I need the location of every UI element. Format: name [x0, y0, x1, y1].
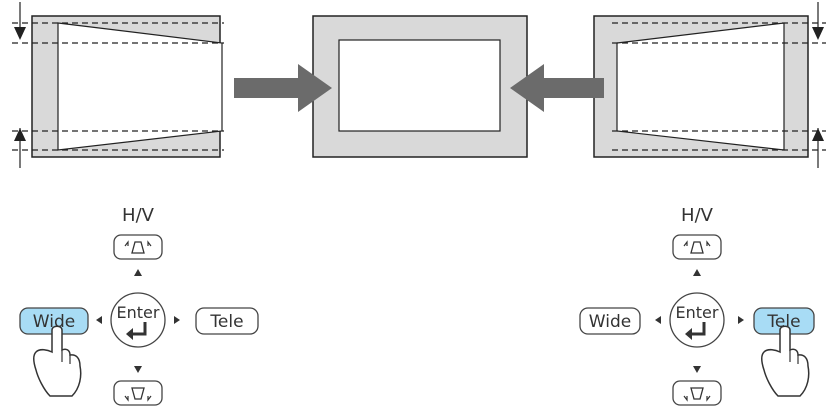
left-up-triangle-icon — [134, 269, 142, 276]
center-rectangle-image — [338, 39, 501, 132]
left-arrow-icon — [510, 64, 604, 112]
right-left-triangle-icon — [655, 316, 661, 324]
left-screen-panel — [12, 2, 224, 168]
right-wide-button[interactable]: Wide — [579, 307, 641, 335]
right-wide-label: Wide — [589, 312, 631, 332]
left-up-arrow-icon — [14, 128, 26, 168]
right-keystone-down-button[interactable] — [672, 380, 722, 406]
left-remote-diagram: H/V Enter — [19, 205, 259, 406]
left-keystone-up-button[interactable] — [113, 234, 163, 260]
right-down-triangle-icon — [693, 366, 701, 373]
right-tele-button[interactable]: Tele — [753, 307, 815, 335]
left-down-triangle-icon — [134, 366, 142, 373]
right-arrow-icon — [234, 64, 332, 112]
right-up-arrow-icon — [812, 128, 824, 168]
right-enter-button[interactable]: Enter — [669, 292, 725, 348]
right-keystone-up-button[interactable] — [672, 234, 722, 260]
left-left-triangle-icon — [96, 316, 102, 324]
keystone-down-icon — [683, 387, 711, 402]
left-wide-label: Wide — [33, 312, 75, 332]
left-wide-button[interactable]: Wide — [19, 307, 89, 335]
left-down-arrow-icon — [14, 2, 26, 40]
enter-return-icon — [685, 322, 706, 340]
pointing-hand-icon — [32, 325, 82, 397]
keystone-down-icon — [124, 387, 152, 402]
left-tele-label: Tele — [209, 312, 243, 332]
right-remote-diagram: H/V Enter — [579, 205, 815, 406]
right-down-arrow-icon — [812, 2, 824, 40]
keystone-up-icon — [124, 240, 152, 254]
left-enter-button[interactable]: Enter — [110, 292, 166, 348]
center-screen-panel — [312, 15, 528, 158]
left-enter-label: Enter — [117, 303, 160, 322]
right-screen-panel — [593, 2, 826, 168]
right-hv-label: H/V — [681, 205, 714, 226]
right-up-triangle-icon — [693, 269, 701, 276]
left-keystone-down-button[interactable] — [113, 380, 163, 406]
left-hv-label: H/V — [122, 205, 155, 226]
right-enter-label: Enter — [676, 303, 719, 322]
left-right-triangle-icon — [174, 316, 180, 324]
pointing-hand-icon — [760, 325, 810, 397]
right-tele-label: Tele — [766, 312, 800, 332]
enter-return-icon — [126, 322, 147, 340]
right-right-triangle-icon — [738, 316, 744, 324]
keystone-up-icon — [683, 240, 711, 254]
left-tele-button[interactable]: Tele — [195, 307, 259, 335]
